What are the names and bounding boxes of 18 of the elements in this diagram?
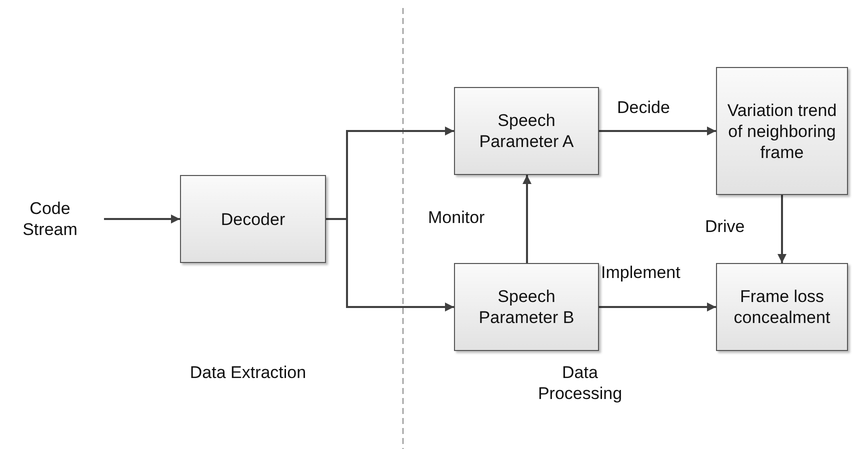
edge-label: Drive	[705, 216, 745, 237]
process-box: Decoder	[180, 175, 326, 263]
section-label: Data Processing	[536, 362, 624, 404]
process-box: Frame loss concealment	[716, 263, 848, 351]
edge-label: Monitor	[428, 207, 485, 228]
arrow	[778, 195, 786, 263]
section-label: Data Extraction	[188, 362, 308, 383]
arrow	[104, 214, 180, 224]
edge-label: Implement	[601, 262, 680, 283]
arrow	[599, 126, 716, 136]
input-label: Code Stream	[8, 192, 92, 246]
process-box: Variation trend of neighboring frame	[716, 67, 848, 195]
process-box: Speech Parameter B	[454, 263, 599, 351]
arrow	[599, 302, 716, 312]
arrow	[522, 175, 532, 263]
arrow	[326, 218, 454, 312]
edge-label: Decide	[617, 97, 670, 118]
process-box: Speech Parameter A	[454, 87, 599, 175]
